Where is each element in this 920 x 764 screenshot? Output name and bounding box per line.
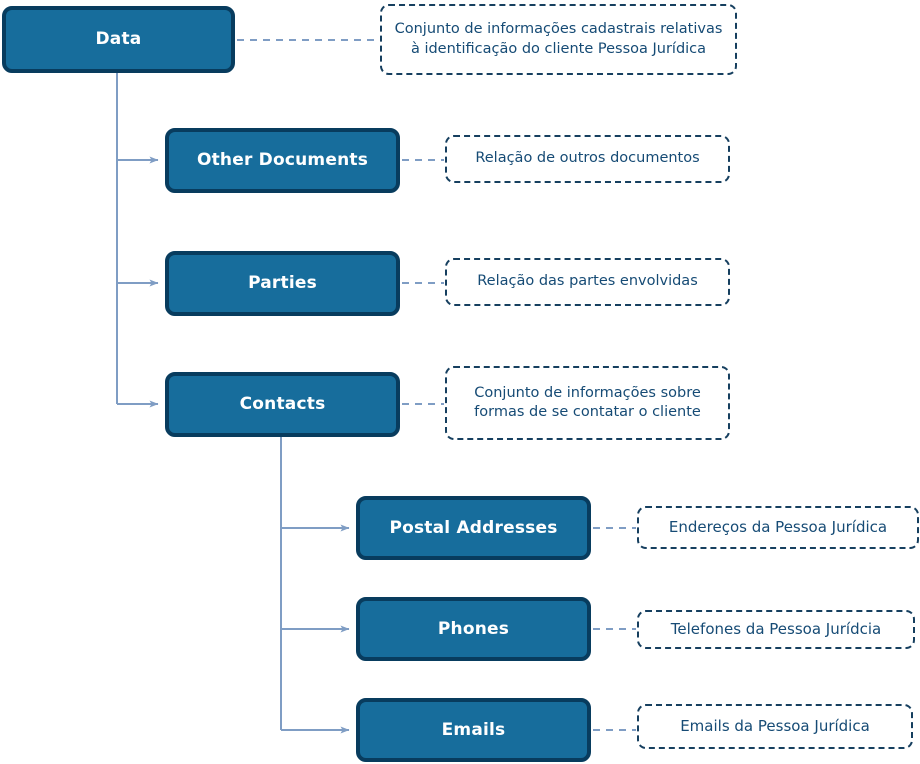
note-text: Conjunto de informações sobre formas de …	[474, 384, 701, 420]
note-text: Endereços da Pessoa Jurídica	[668, 517, 888, 536]
note-text: Relação das partes envolvidas	[477, 273, 698, 290]
connector-trunk-data	[116, 72, 159, 408]
node-label: Parties	[248, 273, 317, 294]
node-emails[interactable]: Emails	[356, 698, 591, 762]
connector-trunk-contacts	[280, 436, 350, 734]
note-postal-addresses: Endereços da Pessoa Jurídica	[637, 506, 919, 549]
node-data[interactable]: Data	[2, 6, 235, 73]
note-text: Telefones da Pessoa Jurídcia	[670, 619, 882, 638]
node-label: Other Documents	[196, 150, 369, 171]
node-label: Postal Addresses	[389, 517, 558, 538]
note-text: Relação de outros documentos	[475, 150, 700, 167]
note-text: Conjunto de informações cadastrais relat…	[394, 21, 723, 57]
node-other-documents[interactable]: Other Documents	[165, 128, 400, 193]
node-label: Contacts	[239, 394, 326, 415]
note-parties: Relação das partes envolvidas	[445, 258, 730, 306]
node-label: Data	[95, 29, 142, 50]
note-data: Conjunto de informações cadastrais relat…	[380, 4, 737, 75]
node-parties[interactable]: Parties	[165, 251, 400, 316]
node-postal-addresses[interactable]: Postal Addresses	[356, 496, 591, 560]
node-label: Emails	[441, 719, 506, 740]
note-text: Emails da Pessoa Jurídica	[680, 716, 870, 735]
node-phones[interactable]: Phones	[356, 597, 591, 661]
note-emails: Emails da Pessoa Jurídica	[637, 704, 913, 749]
note-contacts: Conjunto de informações sobre formas de …	[445, 366, 730, 440]
node-label: Phones	[437, 618, 510, 639]
node-contacts[interactable]: Contacts	[165, 372, 400, 437]
note-other-documents: Relação de outros documentos	[445, 135, 730, 183]
note-phones: Telefones da Pessoa Jurídcia	[637, 610, 915, 649]
